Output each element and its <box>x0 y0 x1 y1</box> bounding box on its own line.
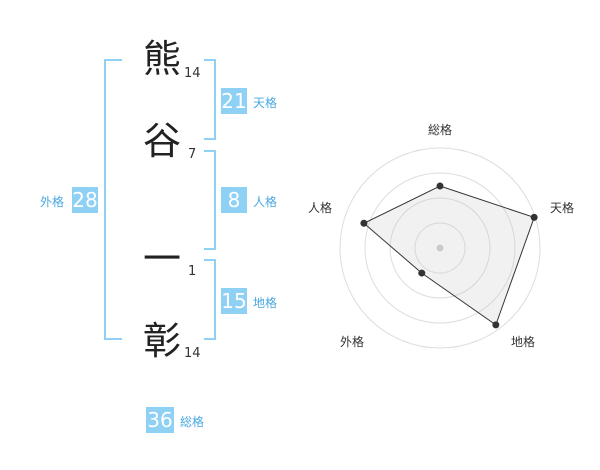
jinkaku-label: 人格 <box>253 195 278 209</box>
radar-point-4 <box>360 219 368 227</box>
tenkaku-label: 天格 <box>253 96 278 110</box>
name-char-2: 谷 <box>143 119 182 163</box>
stroke-count-4: 14 <box>184 346 201 361</box>
tenkaku-bracket <box>204 59 216 140</box>
radar-label-tenkaku: 天格 <box>550 201 575 215</box>
radar-ring-1 <box>414 222 466 274</box>
gaikaku-value: 28 <box>72 187 98 213</box>
radar-point-1 <box>530 213 538 221</box>
name-char-1: 熊 <box>143 37 182 81</box>
jinkaku-value: 8 <box>221 187 247 213</box>
radar-label-soukaku: 総格 <box>428 123 453 137</box>
radar-label-gaikaku: 外格 <box>340 335 365 349</box>
radar-label-jinkaku: 人格 <box>308 201 333 215</box>
radar-grid <box>339 147 541 349</box>
stroke-count-2: 7 <box>188 147 197 162</box>
tenkaku-value: 21 <box>221 88 247 114</box>
name-char-4: 彰 <box>143 319 182 363</box>
radar-polygon <box>362 185 535 326</box>
radar-point-3 <box>418 269 426 277</box>
name-char-3: 一 <box>143 237 182 281</box>
radar-ring-4 <box>339 147 541 349</box>
radar-label-chikaku: 地格 <box>511 335 536 349</box>
radar-series <box>360 182 538 329</box>
chikaku-value: 15 <box>221 288 247 314</box>
chikaku-bracket <box>204 259 216 340</box>
stroke-count-1: 14 <box>184 66 201 81</box>
soukaku-label: 総格 <box>180 415 205 429</box>
radar-center <box>436 244 444 252</box>
stroke-count-3: 1 <box>188 264 197 279</box>
radar-point-2 <box>492 321 500 329</box>
gaikaku-label: 外格 <box>40 195 65 209</box>
jinkaku-bracket <box>204 150 216 250</box>
gaikaku-bracket <box>104 59 122 340</box>
radar-ring-2 <box>389 197 491 299</box>
chikaku-label: 地格 <box>253 296 278 310</box>
soukaku-value: 36 <box>146 407 174 433</box>
radar-point-0 <box>436 182 444 190</box>
radar-ring-3 <box>364 172 516 324</box>
